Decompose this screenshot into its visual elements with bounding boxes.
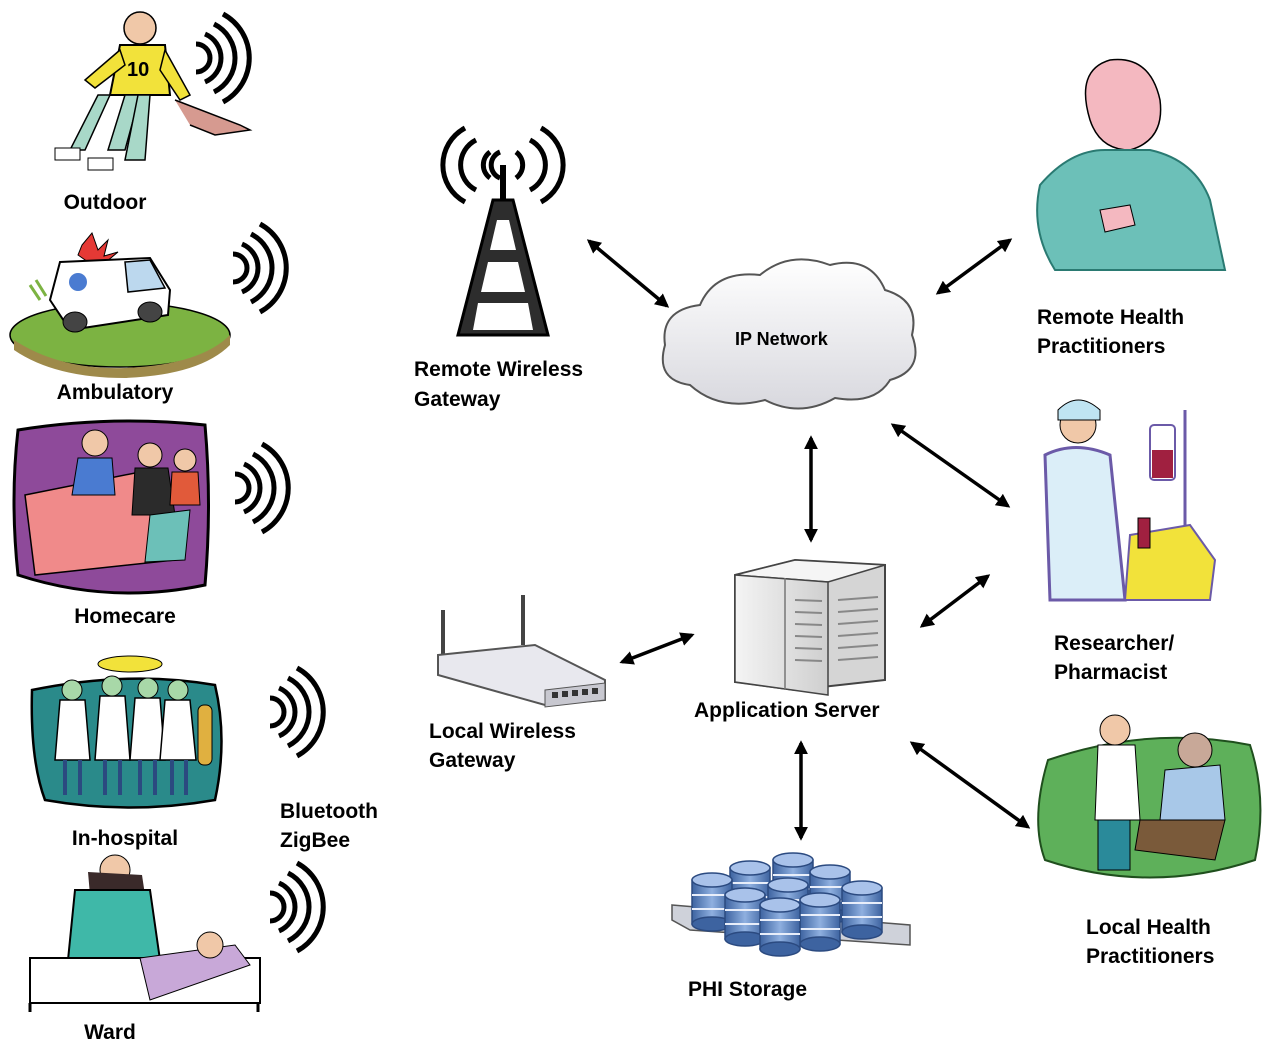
database-cluster-icon	[671, 852, 911, 957]
arrow-server-researcher	[919, 574, 991, 628]
local-gateway-label-1: Local Wireless	[429, 720, 576, 743]
ip-network-label: IP Network	[735, 329, 828, 349]
phi-storage-label: PHI Storage	[688, 978, 808, 1001]
remote-health-label-2: Practitioners	[1037, 335, 1166, 358]
doctor-portrait-icon	[1036, 58, 1227, 271]
app-server-label: Application Server	[694, 699, 880, 722]
cell-tower-icon	[440, 125, 566, 337]
ambulatory-label: Ambulatory	[56, 381, 174, 404]
remote-health-label-1: Remote Health	[1037, 306, 1185, 329]
arrow-server-local-health	[909, 741, 1031, 829]
lab-researcher-icon	[1043, 399, 1217, 602]
doctor-patient-icon	[1037, 714, 1262, 879]
doctor-bedside-icon	[28, 854, 261, 1012]
cloud-icon	[661, 258, 917, 410]
bluetooth-label: Bluetooth	[280, 800, 378, 823]
ambulance-icon	[9, 232, 231, 378]
arrow-cloud-remote-health	[935, 238, 1013, 295]
remote-gateway-label-1: Remote Wireless	[414, 358, 584, 381]
ward-label: Ward	[84, 1021, 136, 1044]
researcher-label-2: Pharmacist	[1054, 661, 1168, 684]
homecare-label: Homecare	[74, 605, 176, 628]
local-gateway-label-2: Gateway	[429, 749, 516, 772]
arrow-tower-cloud	[586, 239, 670, 308]
hockey-player-icon: 10	[54, 11, 253, 171]
family-bedside-icon	[12, 419, 210, 595]
inhospital-label: In-hospital	[71, 827, 179, 850]
zigbee-label: ZigBee	[280, 829, 351, 852]
local-health-label-2: Practitioners	[1086, 945, 1215, 968]
jersey-number: 10	[127, 59, 149, 81]
researcher-label-1: Researcher/	[1054, 632, 1175, 655]
outdoor-label: Outdoor	[63, 191, 147, 214]
server-rack-icon	[734, 558, 886, 696]
remote-gateway-label-2: Gateway	[414, 388, 501, 411]
wireless-router-icon	[437, 595, 606, 708]
surgical-team-icon	[30, 655, 223, 809]
arrow-cloud-researcher	[890, 423, 1011, 508]
arrow-router-server	[619, 632, 695, 665]
local-health-label-1: Local Health	[1086, 916, 1211, 939]
connection-arrows	[586, 238, 1031, 841]
